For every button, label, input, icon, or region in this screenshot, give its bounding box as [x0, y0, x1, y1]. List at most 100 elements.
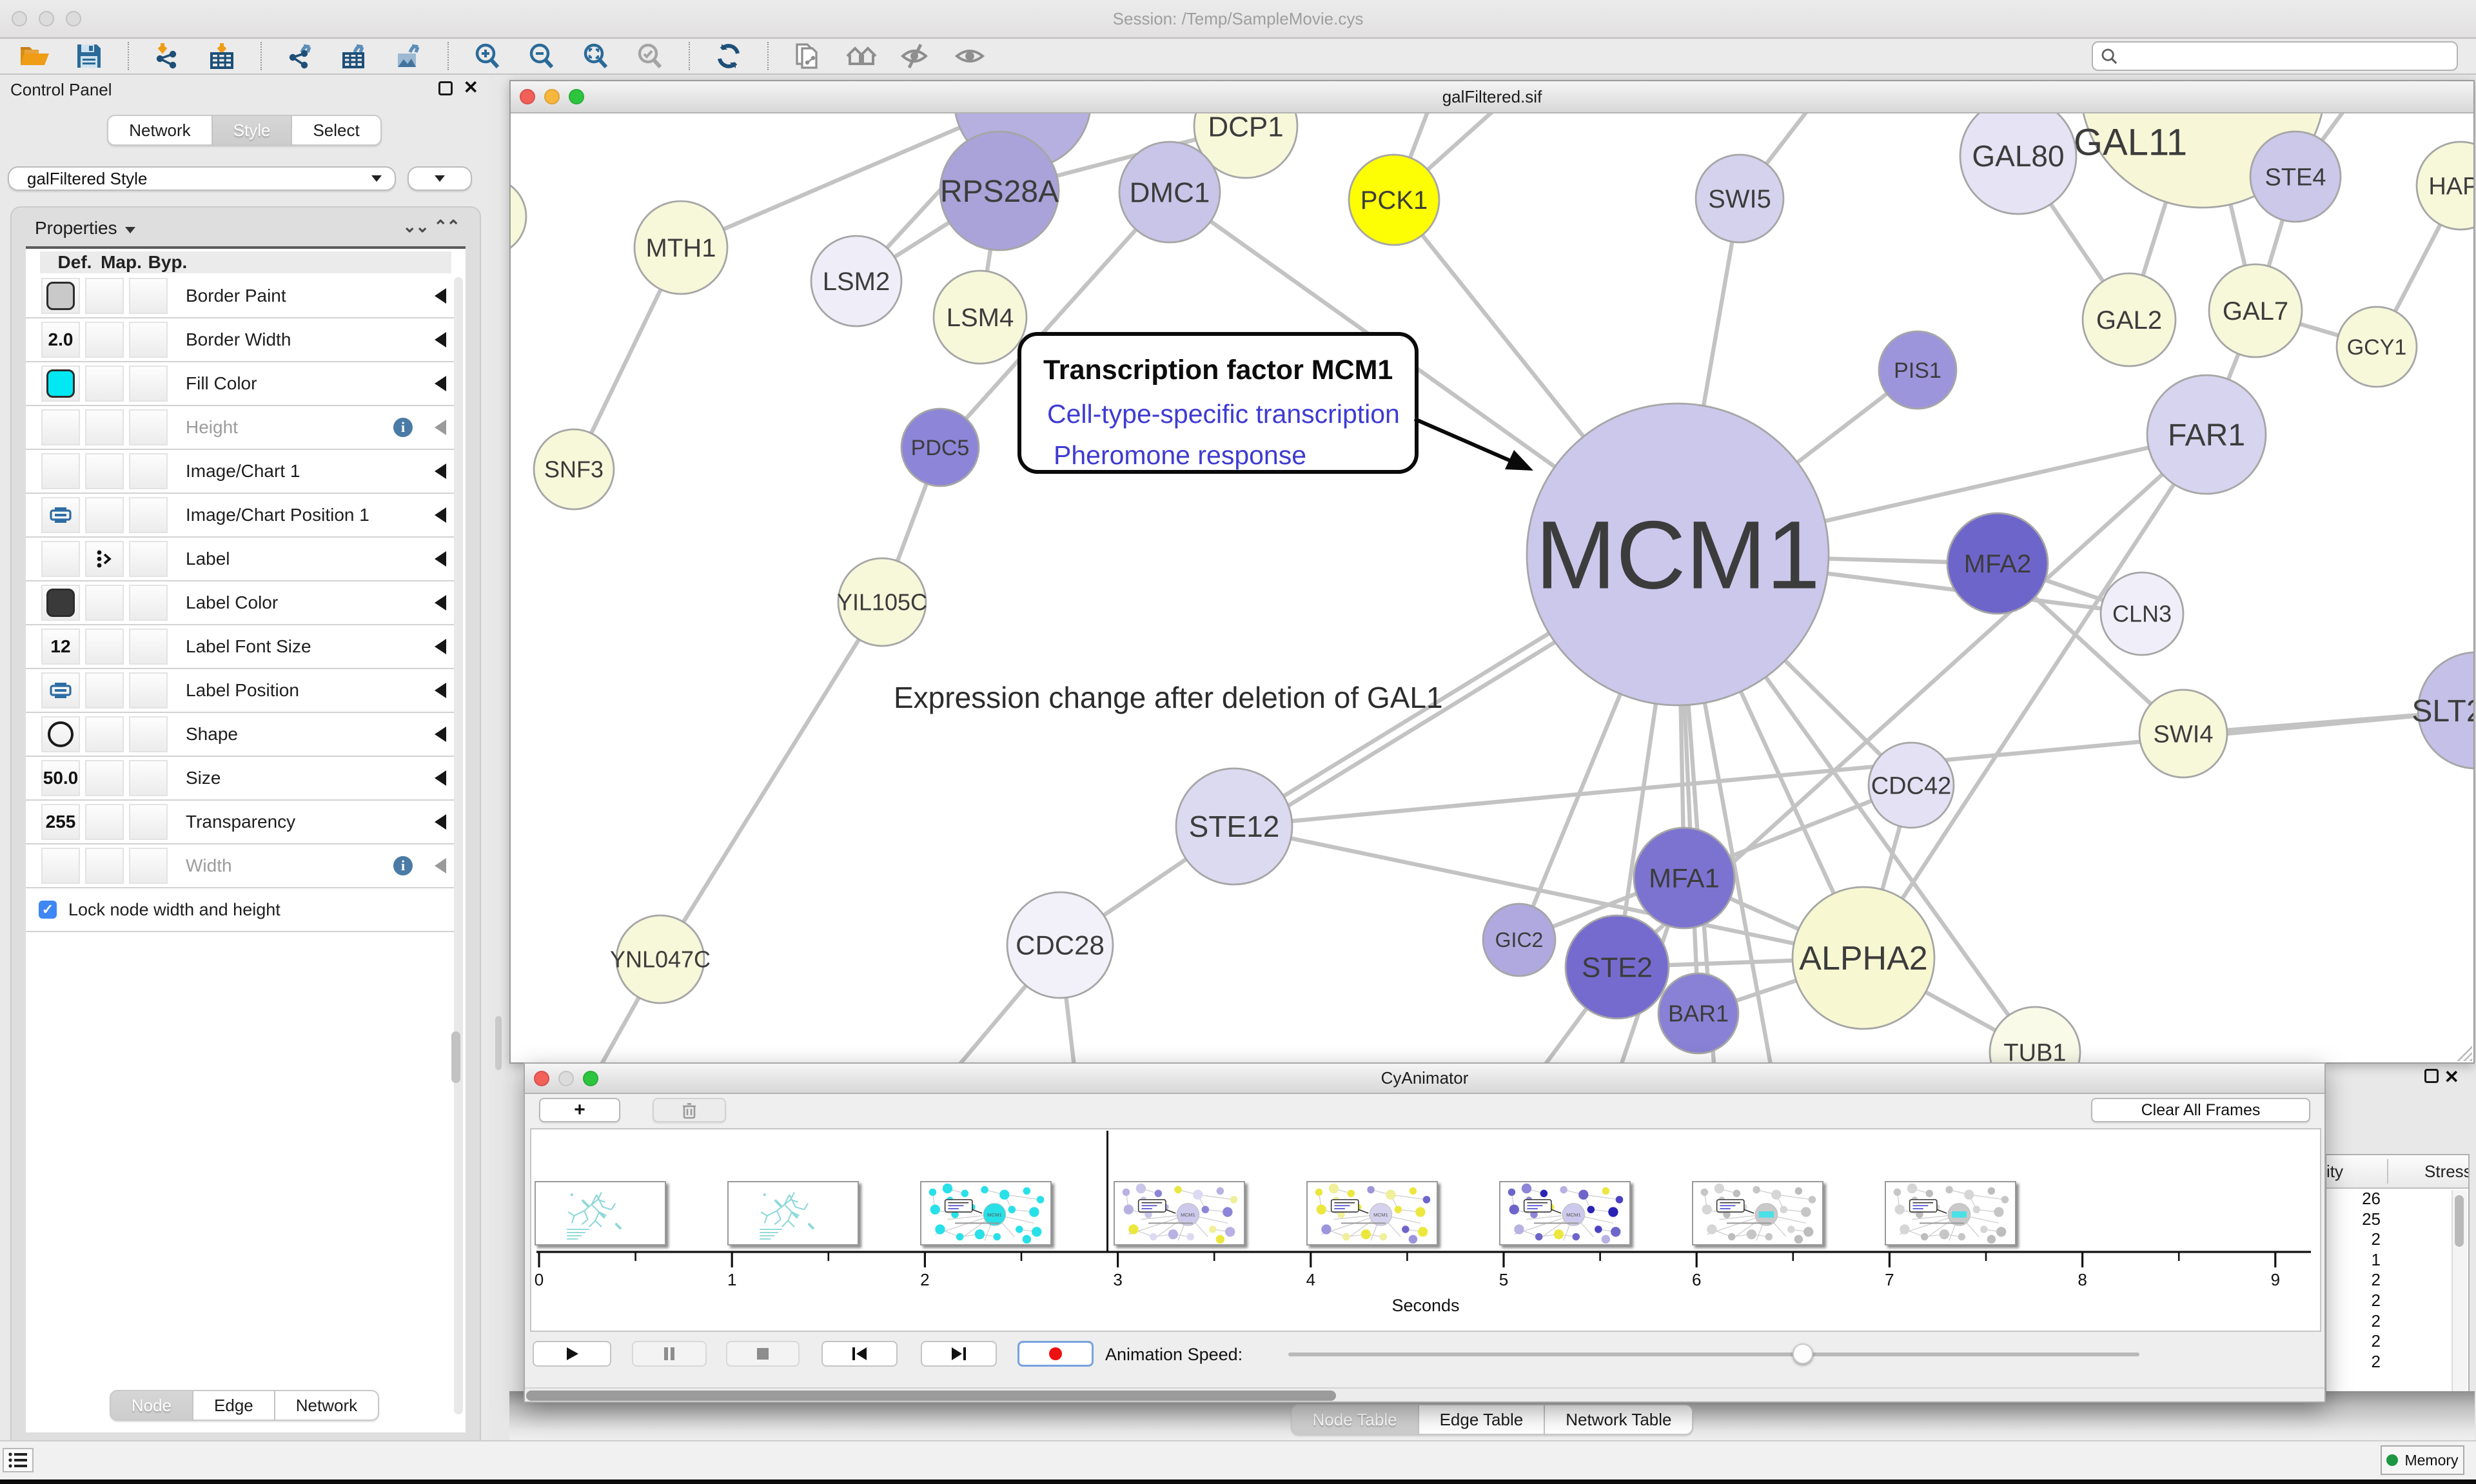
keyframe-thumbnail-0[interactable]: [535, 1181, 666, 1245]
network-edge[interactable]: [1862, 433, 2208, 959]
property-row-shape[interactable]: Shape: [26, 713, 457, 757]
property-cell[interactable]: [129, 585, 168, 621]
property-cell[interactable]: [85, 629, 124, 665]
network-node-hap2[interactable]: [2415, 141, 2473, 231]
network-node-gal7[interactable]: [2208, 263, 2303, 358]
network-node-snf3[interactable]: [533, 428, 615, 511]
open-session-button[interactable]: [12, 41, 58, 72]
property-row-label-color[interactable]: Label Color: [26, 581, 457, 625]
network-node-gcy1[interactable]: [2335, 306, 2418, 388]
expand-editor-arrow-icon[interactable]: [435, 727, 446, 742]
network-node-ynl047c[interactable]: [615, 914, 705, 1004]
property-cell[interactable]: [129, 716, 168, 752]
keyframe-thumbnail-6[interactable]: MCM1: [1692, 1181, 1824, 1245]
tab-edge-table[interactable]: Edge Table: [1419, 1404, 1546, 1435]
network-node-cdc42[interactable]: [1867, 741, 1955, 829]
home-button[interactable]: [838, 41, 885, 72]
expand-editor-arrow-icon[interactable]: [435, 858, 446, 874]
network-node-pdc5[interactable]: [900, 407, 980, 487]
expand-editor-arrow-icon[interactable]: [435, 464, 446, 479]
network-node[interactable]: [511, 178, 527, 255]
apply-layout-button[interactable]: [705, 41, 752, 72]
expand-editor-arrow-icon[interactable]: [435, 814, 446, 830]
property-row-label[interactable]: Label: [26, 538, 457, 581]
node-table-row[interactable]: 2: [2371, 1229, 2381, 1249]
minimize-network-window-button[interactable]: [544, 89, 560, 104]
property-cell[interactable]: [41, 716, 80, 752]
expand-editor-arrow-icon[interactable]: [435, 288, 446, 304]
hide-details-button[interactable]: [892, 41, 939, 72]
expand-editor-arrow-icon[interactable]: [435, 420, 446, 435]
minimize-window-button[interactable]: [39, 11, 54, 26]
network-node-lsm2[interactable]: [810, 235, 903, 327]
keyframe-thumbnail-4[interactable]: MCM1: [1306, 1181, 1438, 1245]
network-node-yil105c[interactable]: [837, 557, 927, 647]
property-cell[interactable]: [41, 409, 80, 445]
close-window-button[interactable]: [12, 11, 27, 26]
caption-annotation[interactable]: Expression change after deletion of GAL1: [894, 681, 1443, 714]
animation-speed-slider[interactable]: [1288, 1343, 2139, 1364]
memory-indicator[interactable]: Memory: [2381, 1445, 2464, 1475]
network-edge[interactable]: [938, 190, 1172, 449]
style-selector-combobox[interactable]: galFiltered Style: [8, 166, 396, 191]
tab-network[interactable]: Network: [107, 115, 213, 146]
network-node-swi4[interactable]: [2138, 688, 2228, 779]
play-button[interactable]: [533, 1341, 611, 1367]
info-icon[interactable]: i: [393, 856, 413, 875]
expand-editor-arrow-icon[interactable]: [435, 376, 446, 391]
tab-edge[interactable]: Edge: [193, 1390, 275, 1421]
export-network-button[interactable]: [277, 41, 324, 72]
network-node-gic2[interactable]: [1482, 903, 1557, 977]
node-table-row[interactable]: 26: [2362, 1189, 2381, 1208]
network-node-pck1[interactable]: [1348, 153, 1440, 246]
network-edge[interactable]: [658, 601, 884, 961]
zoom-fit-button[interactable]: [573, 41, 619, 72]
property-cell[interactable]: [85, 848, 124, 884]
network-node-slt2[interactable]: [2417, 651, 2473, 770]
keyframe-thumbnail-3[interactable]: MCM1: [1113, 1181, 1245, 1245]
property-cell[interactable]: [129, 672, 168, 708]
property-cell[interactable]: [85, 497, 124, 533]
close-panel-icon[interactable]: ✕: [463, 77, 478, 97]
property-cell[interactable]: [41, 585, 80, 621]
property-cell[interactable]: [41, 672, 80, 708]
network-node-pis1[interactable]: [1878, 330, 1958, 410]
keyframe-thumbnail-1[interactable]: [727, 1181, 860, 1245]
node-table-row[interactable]: 25: [2362, 1209, 2381, 1229]
network-snapshot-button[interactable]: [784, 41, 830, 72]
network-node-dmc1[interactable]: [1118, 141, 1221, 244]
annotation-box[interactable]: [1017, 332, 1419, 474]
next-frame-button[interactable]: [921, 1341, 997, 1367]
network-node-swi5[interactable]: [1695, 153, 1785, 244]
network-node-mfa1[interactable]: [1633, 826, 1736, 930]
show-details-button[interactable]: [947, 41, 993, 72]
expand-editor-arrow-icon[interactable]: [435, 507, 446, 523]
lock-node-size-checkbox[interactable]: ✓: [39, 901, 57, 919]
network-node-lsm4[interactable]: [932, 269, 1028, 365]
node-table-row[interactable]: 2: [2371, 1290, 2381, 1310]
import-network-button[interactable]: [144, 41, 191, 72]
property-row-label-position[interactable]: Label Position: [26, 669, 457, 713]
property-row-image-chart-position-1[interactable]: Image/Chart Position 1: [26, 494, 457, 538]
tab-node[interactable]: Node: [109, 1390, 194, 1421]
expand-editor-arrow-icon[interactable]: [435, 332, 446, 347]
property-cell[interactable]: [129, 453, 168, 489]
column-header-stress[interactable]: Stress: [2424, 1162, 2470, 1181]
cyanimator-horizontal-scrollbar[interactable]: [525, 1387, 2324, 1401]
network-node-ste4[interactable]: [2249, 130, 2342, 223]
network-node-mcm1[interactable]: [1526, 402, 1830, 707]
property-row-border-paint[interactable]: Border Paint: [26, 275, 457, 318]
property-cell[interactable]: [85, 278, 124, 314]
network-node-dcp1[interactable]: [1193, 113, 1299, 179]
window-resize-grip[interactable]: [2457, 1046, 2472, 1061]
node-table-row[interactable]: 2: [2371, 1311, 2381, 1331]
keyframe-thumbnail-2[interactable]: MCM1: [920, 1181, 1052, 1245]
property-cell[interactable]: [85, 541, 124, 577]
network-node-ste2[interactable]: [1564, 914, 1670, 1020]
network-node-gal2[interactable]: [2081, 272, 2177, 367]
network-node-tub1[interactable]: [1989, 1006, 2081, 1062]
export-table-button[interactable]: [331, 41, 378, 72]
network-node-cln3[interactable]: [2099, 571, 2185, 656]
property-cell[interactable]: [129, 760, 168, 796]
